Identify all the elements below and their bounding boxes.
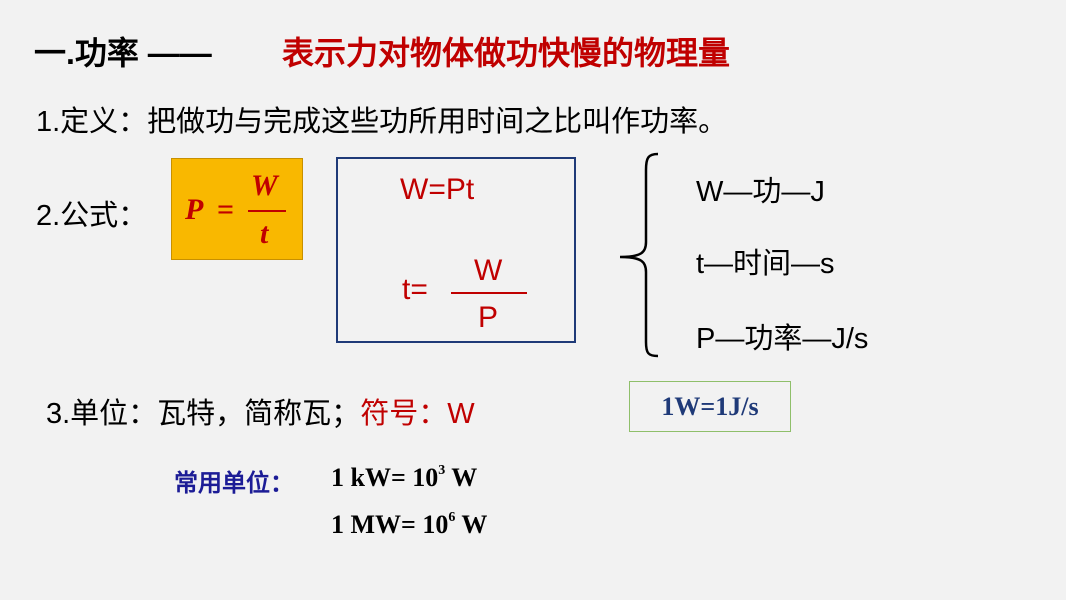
derived-time-lhs: t=	[402, 273, 428, 306]
kilowatt-conversion: 1 kW= 103 W	[331, 463, 477, 493]
unit-text: 3.单位：瓦特，简称瓦；	[46, 398, 361, 430]
mw-exponent: 6	[448, 510, 456, 525]
legend-time: t—时间—s	[696, 248, 835, 280]
derived-formulas-box: W=Pt t= W P	[336, 157, 576, 343]
mw-suffix: W	[455, 510, 488, 539]
title-prefix: 一.功率 ——	[34, 35, 212, 71]
unit-symbol: 符号：W	[360, 398, 475, 430]
common-units-label: 常用单位：	[174, 470, 294, 497]
kw-exponent: 3	[438, 463, 446, 478]
unit-line: 3.单位：瓦特，简称瓦；符号：W	[46, 390, 475, 432]
formula-fraction-bar	[248, 210, 286, 212]
definition-text: 1.定义：把做功与完成这些功所用时间之比叫作功率。	[36, 106, 728, 138]
derived-fraction-bar	[451, 292, 527, 294]
formula-equals: =	[217, 193, 235, 226]
formula-box: P = W t	[171, 158, 303, 260]
legend-work: W—功—J	[696, 176, 825, 208]
unit-equivalence-box: 1W=1J/s	[629, 381, 791, 432]
formula-lhs: P	[185, 193, 204, 226]
kw-prefix: 1 kW= 10	[331, 463, 439, 492]
kw-suffix: W	[445, 463, 478, 492]
mw-prefix: 1 MW= 10	[331, 510, 449, 539]
derived-work-formula: W=Pt	[400, 173, 475, 206]
megawatt-conversion: 1 MW= 106 W	[331, 510, 487, 540]
formula-label: 2.公式：	[36, 200, 148, 232]
derived-time-denominator: P	[478, 301, 499, 334]
title-highlight: 表示力对物体做功快慢的物理量	[282, 35, 731, 71]
legend-power: P—功率—J/s	[696, 323, 869, 355]
formula-numerator: W	[251, 169, 278, 202]
formula-denominator: t	[260, 217, 269, 250]
curly-brace-icon	[619, 152, 659, 358]
derived-time-numerator: W	[474, 254, 503, 287]
